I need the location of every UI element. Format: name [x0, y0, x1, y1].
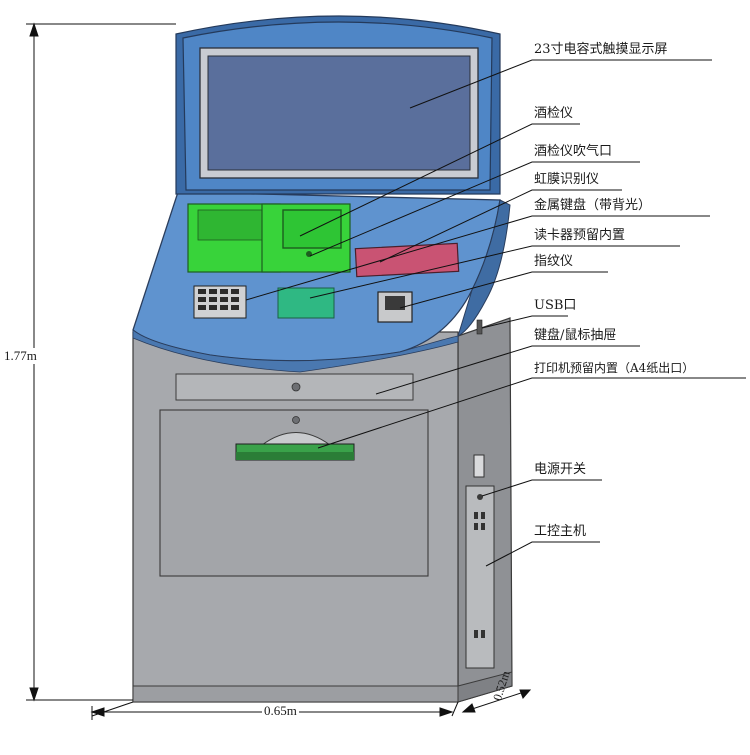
leader-drawer — [375, 345, 640, 395]
label-iris: 虹膜识别仪 — [534, 172, 600, 187]
keypad-keys — [198, 289, 239, 310]
leader-printer — [317, 377, 746, 449]
height-arrow-bottom — [29, 687, 39, 702]
iris-recognition-pad — [354, 242, 460, 278]
console-panel-side — [457, 199, 511, 337]
usb-port — [476, 319, 483, 335]
depth-dimension-line — [462, 689, 531, 713]
label-metal-keypad: 金属键盘（带背光） — [534, 198, 652, 213]
leader-pc — [485, 541, 600, 567]
leader-fingerprint — [399, 271, 608, 309]
leader-power-switch — [481, 479, 602, 497]
pc-port — [481, 523, 485, 530]
label-power-switch: 电源开关 — [534, 462, 587, 477]
label-printer: 打印机预留内置（A4纸出口） — [534, 361, 695, 375]
pc-port — [474, 630, 478, 638]
printer-door-lock — [292, 416, 300, 424]
breath-port — [306, 251, 312, 257]
iris-scanner-window — [282, 209, 342, 249]
fingerprint-sensor — [385, 296, 405, 310]
label-breath-port: 酒检仪吹气口 — [534, 144, 613, 159]
leader-iris — [379, 189, 622, 263]
console-lip — [132, 329, 459, 373]
leader-screen — [409, 59, 712, 109]
depth-arrow-b — [519, 689, 532, 699]
label-fingerprint: 指纹仪 — [534, 254, 574, 269]
leader-card-reader — [309, 245, 680, 299]
label-screen: 23寸电容式触摸显示屏 — [534, 42, 668, 57]
height-dimension-label: 1.77m — [4, 348, 37, 364]
leader-breath-port — [309, 161, 640, 257]
pc-port — [481, 630, 485, 638]
breathalyzer-window — [197, 209, 263, 241]
label-breathalyzer: 酒检仪 — [534, 106, 574, 121]
pc-port — [481, 512, 485, 519]
industrial-pc-panel — [465, 485, 495, 669]
label-keyboard-drawer: 键盘/鼠标抽屉 — [534, 328, 617, 343]
drawer-lock — [291, 382, 301, 392]
touch-screen — [207, 55, 471, 171]
label-card-reader: 读卡器预留内置 — [534, 228, 626, 243]
leader-breathalyzer — [299, 123, 580, 237]
leader-keypad — [245, 215, 710, 301]
pc-port — [474, 512, 478, 519]
width-arrow-right — [439, 707, 454, 717]
side-vent-top — [473, 454, 485, 478]
cabinet-base-side — [457, 671, 513, 703]
width-ext-right — [451, 701, 459, 717]
printer-outlet-shadow — [236, 452, 354, 460]
leader-usb — [481, 315, 568, 329]
depth-arrow-a — [461, 703, 476, 713]
width-dimension-label: 0.65m — [262, 703, 299, 719]
pc-port — [474, 523, 478, 530]
power-switch — [477, 494, 483, 500]
card-reader-pad — [277, 287, 335, 319]
label-usb: USB口 — [534, 298, 577, 313]
height-arrow-top — [29, 22, 39, 37]
cabinet-base — [132, 685, 459, 703]
label-industrial-pc: 工控主机 — [534, 524, 587, 539]
width-arrow-left — [90, 707, 105, 717]
